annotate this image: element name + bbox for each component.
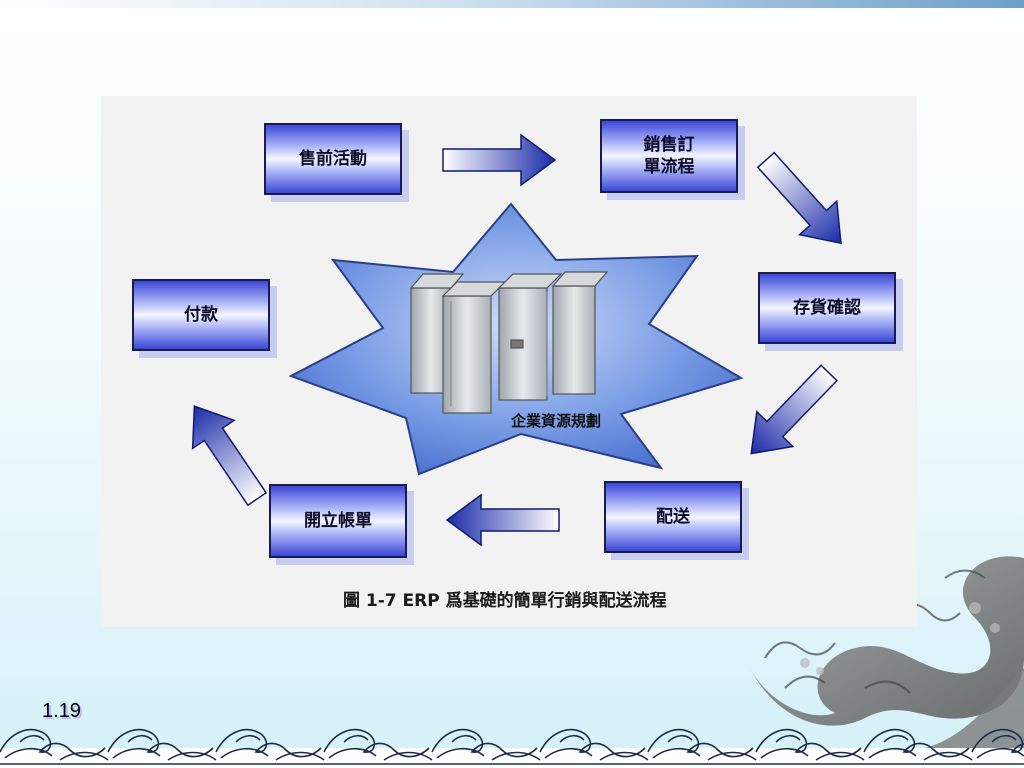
arrow-delivery-to-invoicing	[446, 494, 560, 546]
erp-core-label: 企業資源規劃	[511, 412, 602, 430]
erp-flow-figure: 售前活動 銷售訂 單流程 存貨確認 配送 開立帳單 付款 企業資源規劃 圖 1-…	[101, 96, 917, 627]
arrow-order-to-inventory	[746, 142, 861, 261]
arrow-invoicing-to-payment	[172, 391, 279, 514]
slide-number: 1.19	[42, 700, 81, 722]
figure-caption: 圖 1-7 ERP 爲基礎的簡單行銷與配送流程	[343, 591, 667, 611]
node-inventory-check: 存貨確認	[758, 272, 896, 344]
server-cabinets-icon	[409, 271, 609, 414]
node-presales: 售前活動	[264, 123, 402, 195]
arrow-inventory-to-delivery	[732, 354, 848, 472]
node-sales-order: 銷售訂 單流程	[600, 119, 738, 193]
figure-graphics	[172, 134, 861, 546]
node-delivery: 配送	[604, 481, 742, 553]
dragon-decoration	[750, 556, 1024, 768]
wave-border-decoration	[0, 728, 1024, 768]
top-accent-bar	[0, 0, 1024, 8]
node-invoicing: 開立帳單	[269, 484, 407, 558]
node-payment: 付款	[132, 279, 270, 351]
arrow-presales-to-order	[442, 134, 556, 186]
